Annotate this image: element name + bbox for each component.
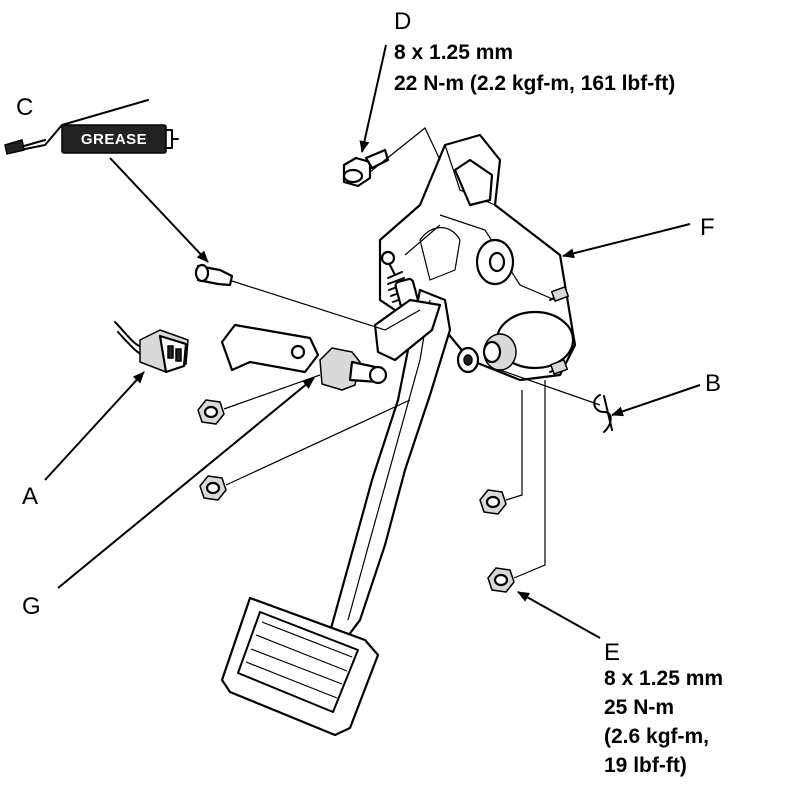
flange-nut-1: [197, 399, 225, 425]
leader-f: [562, 223, 691, 259]
pedal-pad: [220, 596, 380, 737]
flange-nut-3: [479, 489, 507, 515]
leader-e: [517, 591, 601, 639]
assembly-guide-lines: [223, 127, 601, 579]
spec-e-size: 8 x 1.25 mm: [604, 667, 723, 690]
clutch-pedal-arm: [328, 288, 452, 642]
clutch-switch: [319, 347, 388, 391]
spec-e-torque-imp: 19 lbf-ft): [604, 754, 687, 777]
spec-e-torque: 25 N-m: [604, 696, 674, 719]
leader-b: [611, 384, 701, 417]
spec-d-torque: 22 N-m (2.2 kgf-m, 161 lbf-ft): [394, 72, 675, 95]
stopper-bracket: [220, 323, 320, 374]
leader-d: [359, 44, 387, 153]
callout-d: D: [394, 8, 411, 35]
callout-b: B: [705, 370, 721, 397]
spec-e: 8 x 1.25 mm 25 N-m (2.6 kgf-m, 19 lbf-ft…: [604, 667, 723, 777]
bolt-d: [342, 148, 390, 188]
wire-connector: [114, 321, 189, 374]
grease-icon: GREASE: [4, 99, 179, 155]
callout-a: A: [22, 483, 38, 510]
retaining-clip: [593, 394, 613, 433]
callout-e: E: [604, 639, 620, 666]
leader-a: [44, 371, 145, 481]
spec-d-size: 8 x 1.25 mm: [394, 41, 513, 64]
leader-c: [109, 157, 209, 263]
pivot-pin: [194, 263, 234, 287]
flange-nut-2: [199, 475, 227, 501]
spec-d: 8 x 1.25 mm 22 N-m (2.2 kgf-m, 161 lbf-f…: [394, 41, 675, 95]
flange-nut-4: [487, 567, 515, 593]
callout-labels: C D F B A G E: [16, 8, 721, 666]
callout-f: F: [700, 214, 715, 241]
leader-lines: [44, 44, 701, 639]
spec-e-torque-alt: (2.6 kgf-m,: [604, 725, 709, 748]
leader-g: [57, 377, 315, 589]
callout-c: C: [16, 94, 33, 121]
grease-tag-text: GREASE: [81, 131, 147, 148]
callout-g: G: [22, 593, 41, 620]
